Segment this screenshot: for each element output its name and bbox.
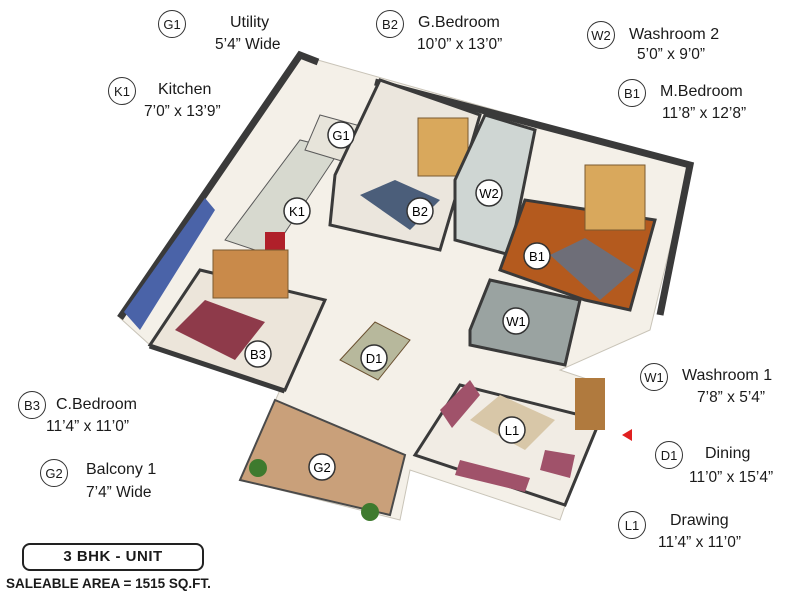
legend-room-name: M.Bedroom	[660, 83, 743, 100]
legend-room-dim: 10’0” x 13’0”	[417, 36, 503, 53]
entry-arrow	[622, 429, 632, 441]
marker-L1: L1	[498, 416, 526, 444]
marker-B1: B1	[523, 242, 551, 270]
legend-code-badge: B3	[18, 391, 46, 419]
marker-G1: G1	[327, 121, 355, 149]
legend-room-name: Utility	[230, 14, 270, 31]
legend-code-badge: G1	[158, 10, 186, 38]
svg-text:W2: W2	[479, 186, 499, 201]
legend-room-name: Dining	[705, 445, 751, 462]
child-wardrobe	[212, 249, 289, 299]
svg-text:K1: K1	[289, 204, 305, 219]
legend-room-name: G.Bedroom	[418, 14, 500, 31]
child-bed	[175, 300, 265, 360]
svg-text:B1: B1	[529, 249, 545, 264]
legend-room-name: Washroom 1	[682, 367, 773, 384]
legend-room-dim: 11’8” x 12’8”	[662, 105, 747, 122]
legend-room-name: Drawing	[670, 512, 729, 529]
saleable-area: SALEABLE AREA = 1515 SQ.FT.	[6, 576, 211, 591]
marker-D1: D1	[360, 344, 388, 372]
legend-room-dim: 11’0” x 15’4”	[689, 469, 774, 486]
legend-room-dim: 11’4” x 11’0”	[46, 418, 129, 435]
legend-room-dim: 7’0” x 13’9”	[144, 103, 221, 120]
marker-K1: K1	[283, 197, 311, 225]
master-bed	[550, 238, 635, 300]
master-wardrobe	[584, 164, 646, 231]
sofa-front	[455, 460, 530, 492]
svg-text:W1: W1	[506, 314, 526, 329]
svg-text:G1: G1	[332, 128, 349, 143]
legend-code-badge: G2	[40, 459, 68, 487]
legend-room-dim: 5’4” Wide	[215, 36, 281, 53]
svg-text:G2: G2	[313, 460, 330, 475]
legend-code-badge: B1	[618, 79, 646, 107]
svg-text:B2: B2	[412, 204, 428, 219]
legend-code-badge: K1	[108, 77, 136, 105]
outer-wall-west	[117, 50, 320, 320]
outer-wall-north	[374, 78, 695, 316]
marker-W2: W2	[475, 179, 503, 207]
marker-G2: G2	[308, 453, 336, 481]
plant-left	[249, 459, 267, 477]
legend-code-badge: L1	[618, 511, 646, 539]
legend-code-badge: W1	[640, 363, 668, 391]
marker-B2: B2	[406, 197, 434, 225]
legend-code-badge: W2	[587, 21, 615, 49]
accent-wall	[124, 198, 215, 330]
legend-room-name: Balcony 1	[86, 461, 157, 478]
svg-text:B3: B3	[250, 347, 266, 362]
legend-room-name: C.Bedroom	[56, 396, 137, 413]
legend-room-dim: 7’8” x 5’4”	[697, 389, 766, 406]
svg-text:D1: D1	[366, 351, 383, 366]
legend-code-badge: B2	[376, 10, 404, 38]
sofa-right	[540, 450, 575, 478]
legend-code-badge: D1	[655, 441, 683, 469]
unit-type-label: 3 BHK - UNIT	[22, 543, 204, 571]
legend-room-dim: 7’4” Wide	[86, 484, 152, 501]
sofa-left	[440, 380, 480, 428]
legend-room-name: Washroom 2	[629, 26, 720, 43]
svg-text:L1: L1	[505, 423, 519, 438]
legend-room-dim: 5’0” x 9’0”	[637, 46, 706, 63]
entry-door	[575, 378, 605, 430]
legend-room-name: Kitchen	[158, 81, 212, 98]
marker-W1: W1	[502, 307, 530, 335]
plant-right	[361, 503, 379, 521]
marker-B3: B3	[244, 340, 272, 368]
legend-room-dim: 11’4” x 11’0”	[658, 534, 741, 551]
